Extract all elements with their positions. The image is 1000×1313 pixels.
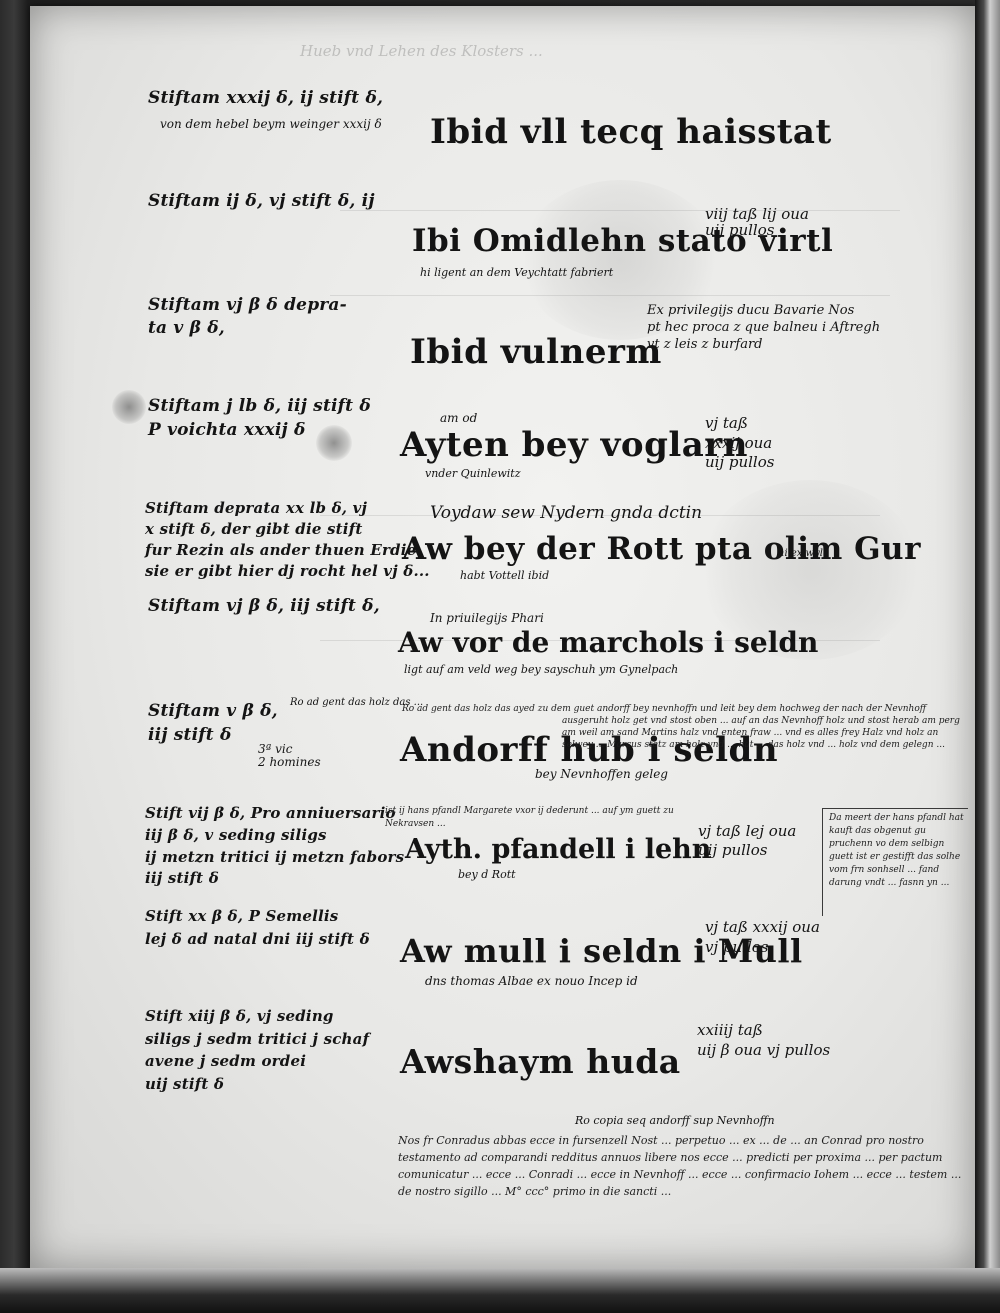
entry-8-margin: Stift vij β δ, Pro anniuersario iij β δ,…	[145, 804, 405, 888]
ink-stain	[520, 180, 720, 340]
bleed-line	[320, 515, 880, 516]
entry-9-right-note: vj taß xxxij oua vj pullos	[705, 918, 820, 956]
entry-5-right-note: hi ex wyle	[778, 548, 829, 559]
entry-9-subnote: dns thomas Albae ex nouo Incep id	[425, 974, 638, 988]
entry-10-right-note: xxiiij taß uij β oua vj pullos	[697, 1021, 831, 1060]
entry-5-subnote: habt Vottell ibid	[460, 569, 550, 582]
entry-2-margin: Stiftam ij δ, vj stift δ, ij	[148, 191, 375, 211]
ink-stain	[700, 480, 920, 660]
andorff-description-note: Ro ad gent das holz das ayed zu dem guet…	[402, 704, 960, 750]
entry-9-margin: Stift xx β δ, P Semellis lej δ ad natal …	[145, 907, 370, 948]
scan-bottom-edge	[0, 1268, 1000, 1313]
closing-charter-text: Nos fr Conradus abbas ecce in fursenzell…	[398, 1134, 962, 1198]
entry-1-margin-sub: von dem hebel beym weinger xxxij δ	[160, 117, 382, 131]
entry-6-subnote: ligt auf am veld weg bey sayschuh ym Gyn…	[404, 663, 679, 676]
entry-5-above: Voydaw sew Nydern gnda dctin	[430, 503, 703, 523]
entry-7-subnote: bey Nevnhoffen geleg	[535, 767, 668, 781]
bleed-line	[320, 640, 880, 641]
entry-5-heading: Aw bey der Rott pta olim Gur	[402, 531, 921, 567]
entry-4-margin: Stiftam j lb δ, iij stift δ P voichta xx…	[148, 396, 371, 440]
entry-2-heading: Ibi Omidlehn stato virtl	[412, 223, 834, 259]
ink-stain	[316, 425, 352, 461]
book-spine-edge	[975, 0, 1000, 1313]
entry-9-heading: Aw mull i seldn i Mull	[400, 932, 803, 970]
bleed-line	[340, 210, 900, 211]
entry-1-margin: Stiftam xxxij δ, ij stift δ,	[148, 88, 384, 108]
entry-4-heading: Ayten bey voglarn	[400, 425, 748, 465]
entry-7-margin: Stiftam v β δ, iij stift δ	[148, 701, 278, 745]
entry-3-margin: Stiftam vj β δ depra- ta v β δ,	[148, 295, 347, 338]
entry-1-heading: Ibid vll tecq haisstat	[430, 112, 832, 152]
entry-4-above: am od	[440, 411, 478, 425]
entry-6-heading: Aw vor de marchols i seldn	[398, 626, 819, 659]
entry-6-margin: Stiftam vj β δ, iij stift δ,	[148, 596, 380, 616]
entry-6-above: In priuilegijs Phari	[430, 611, 544, 625]
entry-3-heading: Ibid vulnerm	[410, 332, 662, 372]
entry-7-heading: Andorff hub i seldn	[400, 730, 779, 770]
manuscript-page	[30, 6, 975, 1268]
entry-3-right-note: Ex privilegijs ducu Bavarie Nos pt hec p…	[647, 303, 881, 352]
entry-4-right-note: vj taß xxxij oua uij pullos	[705, 414, 775, 471]
entry-2-right-note: viij taß lij oua uij pullos	[705, 205, 809, 239]
copia-heading: Ro copia seq andorff sup Nevnhoffn	[575, 1114, 775, 1127]
boxed-margin-note: Da meert der hans pfandl hat kauft das o…	[822, 808, 968, 916]
entry-7-above: Ro ad gent das holz das ...	[290, 697, 424, 708]
entry-8-subnote: bey d Rott	[458, 868, 516, 881]
entry-8-right-note: vj taß lej oua uij pullos	[698, 822, 797, 859]
entry-10-margin: Stift xiij β δ, vj seding siligs j sedm …	[145, 1007, 370, 1093]
entry-10-heading: Awshaym huda	[400, 1042, 681, 1081]
entry-8-heading: Ayth. pfandell i lehn	[405, 834, 712, 865]
entry-7-margin-sub: 3ª vic 2 homines	[258, 742, 321, 769]
pfandell-left-note: ist ij hans pfandl Margarete vxor ij ded…	[385, 806, 674, 829]
top-margin-faint-text: Hueb vnd Lehen des Klosters ...	[300, 42, 543, 60]
entry-5-margin: Stiftam deprata xx lb δ, vj x stift δ, d…	[145, 499, 430, 580]
ink-stain	[112, 390, 146, 424]
entry-4-subnote: vnder Quinlewitz	[425, 467, 521, 480]
entry-2-subnote: hi ligent an dem Veychtatt fabriert	[420, 266, 614, 279]
bleed-line	[330, 295, 890, 296]
